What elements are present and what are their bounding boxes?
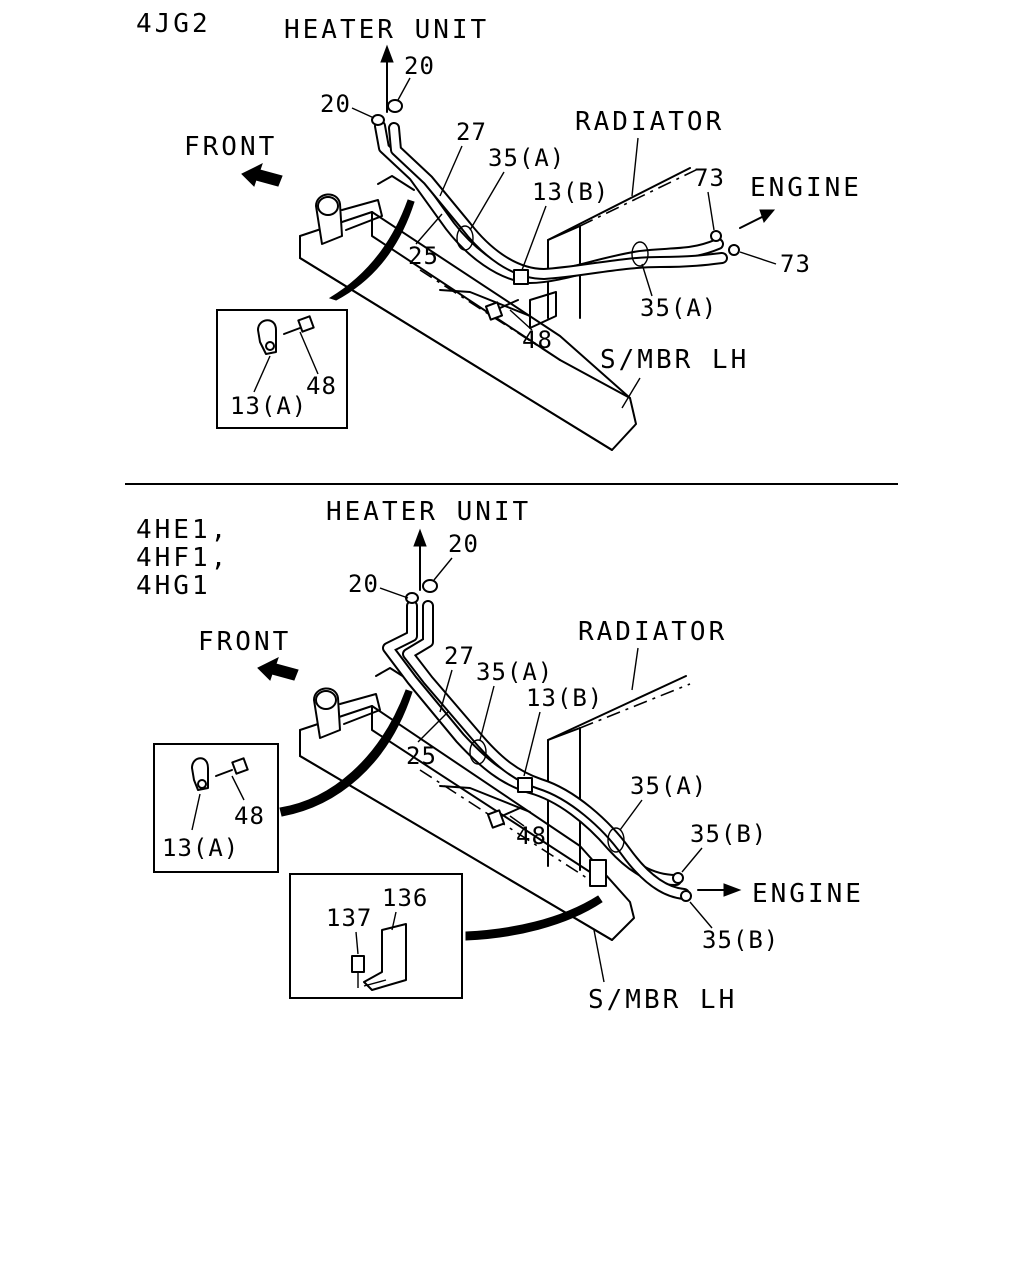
part-13b-label: 13(B) [526, 684, 603, 712]
smbr-label: S/MBR LH [600, 345, 749, 375]
part-73-label: 73 [780, 250, 811, 278]
front-label: FRONT [184, 132, 277, 162]
part-20-label: 20 [348, 570, 379, 598]
part-35b-label: 35(B) [702, 926, 779, 954]
diagram-4jg2: 4JG2 HEATER UNIT FRONT RADIATOR [136, 9, 862, 451]
inset-leader [465, 895, 603, 941]
hose-clamps [371, 99, 740, 285]
arrow-up-icon [413, 528, 427, 591]
part-35a-label: 35(A) [630, 772, 707, 800]
part-35b-label: 35(B) [690, 820, 767, 848]
radiator-label: RADIATOR [578, 617, 727, 647]
inset-part-13a-label: 13(A) [162, 834, 239, 862]
front-label: FRONT [198, 627, 291, 657]
hose-clamps [405, 579, 692, 902]
part-35a-label: 35(A) [488, 144, 565, 172]
heater-hoses [374, 120, 728, 284]
inset-part-13a-label: 13(A) [230, 392, 307, 420]
diagram-4he1-4hf1-4hg1: 4HE1, 4HF1, 4HG1 HEATER UNIT FRONT RADIA… [136, 497, 864, 1015]
inset-leader [279, 689, 413, 817]
arrow-up-icon [380, 44, 394, 113]
engine-label: ENGINE [752, 879, 864, 909]
inset-part-136-label: 136 [382, 884, 428, 912]
part-35a-label: 35(A) [640, 294, 717, 322]
smbr-label: S/MBR LH [588, 985, 737, 1015]
part-27-label: 27 [456, 118, 487, 146]
part-20-label: 20 [404, 52, 435, 80]
heater-hoses [382, 600, 690, 900]
bolt-48 [484, 299, 519, 321]
front-arrow-icon [257, 657, 299, 681]
side-member-frame [299, 667, 635, 941]
part-27-label: 27 [444, 642, 475, 670]
part-13b-label: 13(B) [532, 178, 609, 206]
inset-bracket-136: 136 137 [289, 873, 463, 999]
inset-part-137-label: 137 [326, 904, 372, 932]
part-48-label: 48 [516, 822, 547, 850]
bolt-48 [486, 807, 521, 829]
part-20-label: 20 [448, 530, 479, 558]
part-48-label: 48 [522, 326, 553, 354]
part-73-label: 73 [694, 164, 725, 192]
part-35a-label: 35(A) [476, 658, 553, 686]
inset-part-48-label: 48 [234, 802, 265, 830]
part-20-label: 20 [320, 90, 351, 118]
inset-clip-13a: 48 13(A) [153, 743, 279, 873]
inset-leader [328, 199, 415, 301]
engine-label: ENGINE [750, 173, 862, 203]
heater-unit-label: HEATER UNIT [284, 15, 489, 45]
front-arrow-icon [241, 163, 283, 187]
model-label: 4HG1 [136, 571, 211, 601]
radiator-label: RADIATOR [575, 107, 724, 137]
model-label: 4HE1, [136, 515, 229, 545]
part-25-label: 25 [406, 742, 437, 770]
model-label: 4JG2 [136, 9, 211, 39]
arrow-engine-icon [739, 209, 776, 229]
side-member-frame [299, 175, 637, 451]
inset-part-48-label: 48 [306, 372, 337, 400]
heater-unit-label: HEATER UNIT [326, 497, 531, 527]
part-25-label: 25 [408, 242, 439, 270]
model-label: 4HF1, [136, 543, 229, 573]
inset-clip-13a: 48 13(A) [216, 309, 348, 429]
arrow-engine-icon [697, 883, 742, 897]
